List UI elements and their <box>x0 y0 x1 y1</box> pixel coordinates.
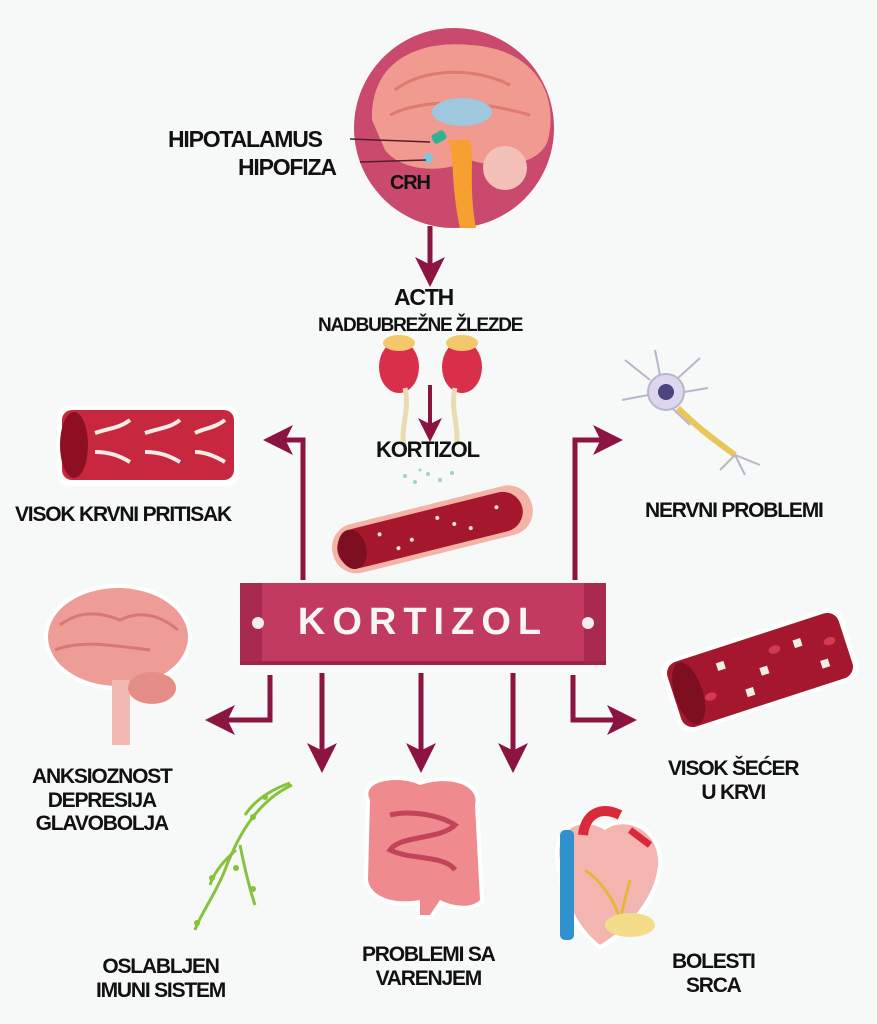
banner-title: KORTIZOL <box>297 601 549 643</box>
pituitary-label: HIPOFIZA <box>238 154 337 180</box>
heart-line1: BOLESTI <box>672 950 756 973</box>
banner-hole-left <box>252 617 264 629</box>
adrenal-glands-label: NADBUBREŽNE ŽLEZDE <box>318 315 523 336</box>
hypothalamus-label: HIPOTALAMUS <box>168 126 323 152</box>
immune-line2: IMUNI SISTEM <box>96 978 226 1002</box>
high-blood-pressure-label: VISOK KRVNI PRITISAK <box>15 503 232 526</box>
digestion-label: PROBLEMI SA VARENJEM <box>362 943 496 990</box>
immune-line1: OSLABLJEN <box>102 955 220 978</box>
depression-text: DEPRESIJA <box>47 788 157 812</box>
crh-label: CRH <box>390 172 431 194</box>
banner-left-end <box>240 583 262 661</box>
heart-disease-label: BOLESTI SRCA <box>672 950 756 997</box>
anxiety-text: ANKSIOZNOST <box>32 765 173 788</box>
blood-vessel-icon <box>57 406 239 486</box>
cortisol-banner: KORTIZOL <box>240 583 606 661</box>
brain-cross-section-icon <box>354 28 554 228</box>
mental-effects-label: ANKSIOZNOST DEPRESIJA GLAVOBOLJA <box>32 765 173 836</box>
digestion-line2: VARENJEM <box>375 966 483 990</box>
high-sugar-line2: U KRVI <box>701 780 766 804</box>
banner-right-end <box>584 583 606 661</box>
intestines-icon <box>363 776 485 919</box>
blood-vessel-icon <box>661 608 859 732</box>
high-sugar-line1: VISOK ŠEĆER <box>668 757 800 780</box>
heart-line2: SRCA <box>685 973 742 997</box>
banner-hole-right <box>582 617 594 629</box>
cortisol-small-label: KORTIZOL <box>376 437 480 462</box>
brain-icon <box>44 584 192 745</box>
neuron-icon <box>621 349 761 476</box>
high-blood-sugar-label: VISOK ŠEĆER U KRVI <box>668 757 800 804</box>
lymph-icon <box>193 781 293 931</box>
heart-icon <box>555 806 663 950</box>
immune-label: OSLABLJEN IMUNI SISTEM <box>96 955 226 1002</box>
digestion-line1: PROBLEMI SA <box>362 943 496 966</box>
blood-vessel-icon <box>332 485 533 574</box>
kidneys-icon <box>379 335 482 446</box>
headache-text: GLAVOBOLJA <box>35 812 169 836</box>
acth-label: ACTH <box>394 284 454 310</box>
nerve-problems-label: NERVNI PROBLEMI <box>645 499 824 522</box>
